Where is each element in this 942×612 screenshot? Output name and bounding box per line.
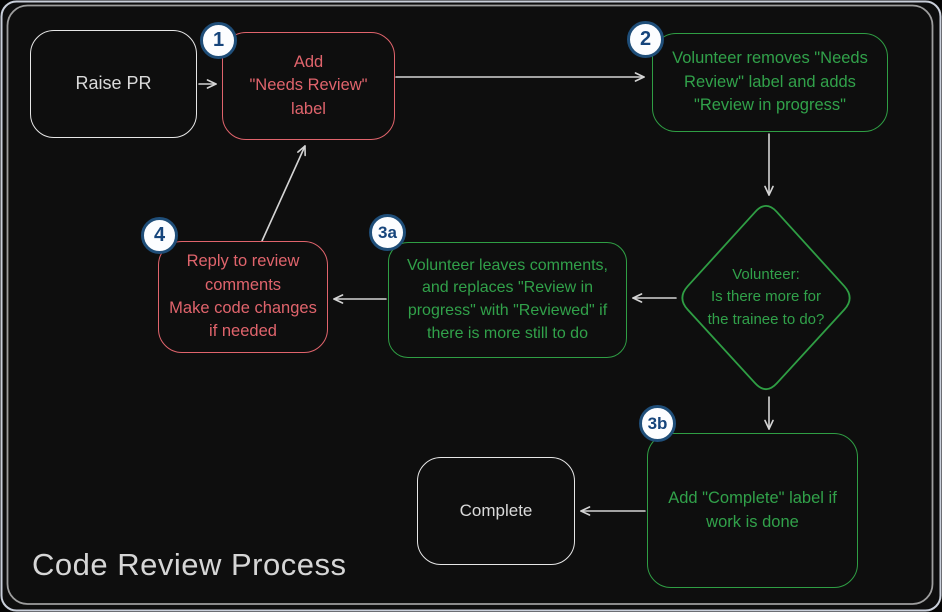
node-step2-label: Volunteer removes "Needs Review" label a… [672,49,868,115]
node-step1-add-needs-review: Add "Needs Review" label [222,32,395,140]
node-step4-reply-comments: Reply to review comments Make code chang… [158,241,328,353]
node-step3b-label: Add "Complete" label if work is done [668,489,837,531]
node-decision-label: Volunteer: Is there more for the trainee… [707,265,825,328]
inner-frame [6,4,934,605]
step-badge-2: 2 [627,21,664,58]
node-step4-label: Reply to review comments Make code chang… [169,252,317,341]
node-complete: Complete [417,457,575,565]
node-raise-pr-label: Raise PR [75,73,152,94]
node-raise-pr: Raise PR [30,30,197,138]
node-step1-label: Add "Needs Review" label [249,52,368,118]
step-badge-3b: 3b [639,405,676,442]
node-step2-volunteer-removes: Volunteer removes "Needs Review" label a… [652,33,888,132]
node-step3b-add-complete: Add "Complete" label if work is done [647,433,858,588]
diagram-title: Code Review Process [32,547,347,582]
step-badge-4: 4 [141,217,178,254]
decision-diamond-shape [681,205,851,391]
node-complete-label: Complete [459,500,533,520]
step-badge-3a: 3a [369,214,406,251]
node-step3a-label: Volunteer leaves comments, and replaces … [407,256,608,342]
arrow-step4-to-step1 [261,145,306,242]
step-badge-1: 1 [200,22,237,59]
node-step3a-volunteer-comments: Volunteer leaves comments, and replaces … [388,242,627,358]
